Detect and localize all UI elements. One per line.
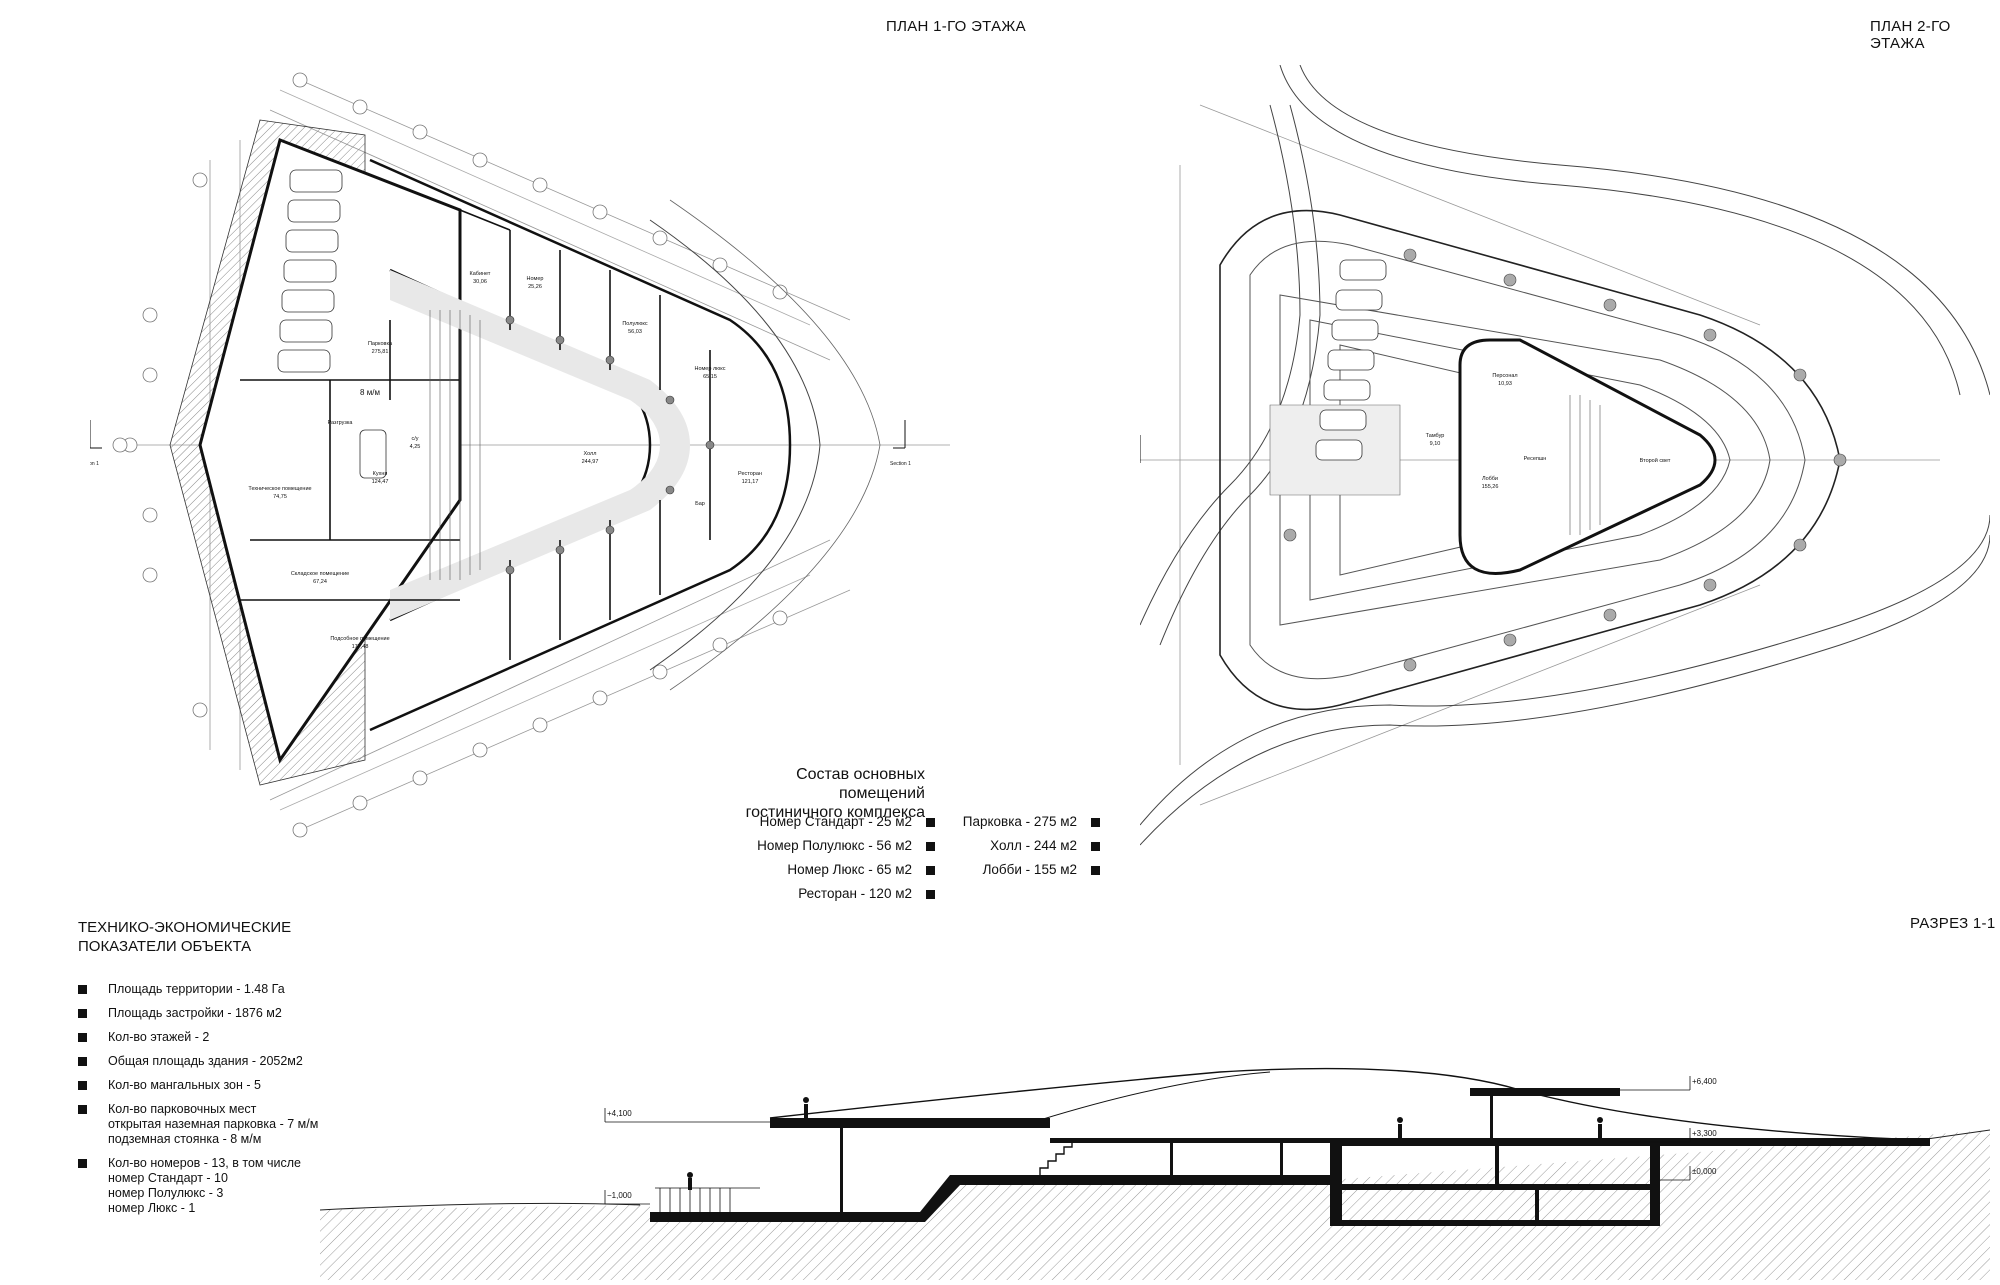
grid-bubbles: [112, 72, 788, 838]
label-hall: Холл: [584, 451, 597, 457]
level-l4: +3,300: [1692, 1129, 1717, 1138]
label-utility: Подсобное помещение: [330, 636, 389, 642]
label-hall-area: 244,97: [582, 459, 599, 465]
tep-list: Площадь территории - 1.48 Га Площадь зас…: [78, 982, 348, 1225]
plan2-drawing: Персонал 10,93 Лобби 155,26 Ресепшн Втор…: [1140, 65, 1990, 846]
label-lux: Номер люкс: [694, 366, 725, 372]
label-utility-area: 177,48: [352, 644, 369, 650]
label-semi-lux: Полулюкс: [622, 321, 648, 327]
section-heading: РАЗРЕЗ 1-1: [1910, 915, 1996, 932]
tep-item: Кол-во парковочных мест открытая наземна…: [78, 1102, 348, 1147]
label-parking-area: 275,81: [372, 349, 389, 355]
section-drawing: +4,100 −1,000 +6,400 +3,300 ±0,000: [320, 1067, 1990, 1280]
rooms-left-item: Номер Полулюкс - 56 м2: [730, 834, 935, 858]
rooms-right-item: Парковка - 275 м2: [950, 810, 1100, 834]
parked-cars: [277, 169, 387, 479]
rooms-summary-left: Номер Стандарт - 25 м2 Номер Полулюкс - …: [730, 810, 935, 906]
label-room-area: 25,26: [528, 284, 542, 290]
label-office-area: 30,06: [473, 279, 487, 285]
label-ramp: Разгрузка: [328, 420, 354, 426]
plan2-heading: ПЛАН 2-ГО ЭТАЖА: [1870, 18, 1951, 52]
tep-title: ТЕХНИКО-ЭКОНОМИЧЕСКИЕ ПОКАЗАТЕЛИ ОБЪЕКТА: [78, 919, 292, 955]
p2-label-wc-area: 9,10: [1430, 441, 1441, 447]
p2-label-personnel: Персонал: [1492, 373, 1517, 379]
section-mark-right: Section 1: [890, 461, 911, 467]
label-parking: Парковка: [368, 341, 393, 347]
tep-item: Кол-во номеров - 13, в том числе номер С…: [78, 1156, 348, 1216]
label-wc-area: 4,25: [410, 444, 421, 450]
label-storage: Складское помещение: [291, 571, 349, 577]
label-office: Кабинет: [470, 271, 491, 277]
level-l2: −1,000: [607, 1191, 632, 1200]
label-lux-area: 65,15: [703, 374, 717, 380]
rooms-summary-right: Парковка - 275 м2 Холл - 244 м2 Лобби - …: [950, 810, 1100, 882]
label-tech-area: 74,75: [273, 494, 287, 500]
label-wc: с/у: [411, 436, 418, 442]
section-mark-left: Section 1: [90, 461, 99, 467]
label-semi-lux-area: 56,03: [628, 329, 642, 335]
tep-item: Площадь территории - 1.48 Га: [78, 982, 348, 997]
level-l5: ±0,000: [1692, 1167, 1717, 1176]
p2-label-wc: Тамбур: [1426, 433, 1445, 439]
rooms-right-item: Холл - 244 м2: [950, 834, 1100, 858]
label-tech: Техническое помещение: [248, 486, 311, 492]
p2-label-reception: Ресепшн: [1524, 456, 1547, 462]
trees: [1283, 248, 1847, 672]
rooms-summary-title-1: Состав основных помещений: [796, 766, 925, 802]
p2-label-personnel-area: 10,93: [1498, 381, 1512, 387]
columns: [505, 315, 715, 575]
label-restaurant-area: 121,17: [742, 479, 759, 485]
label-bar: Бар: [695, 501, 705, 507]
rooms-left-item: Номер Люкс - 65 м2: [730, 858, 935, 882]
label-restaurant: Ресторан: [738, 471, 762, 477]
p2-label-lobby-area: 155,26: [1482, 484, 1499, 490]
label-kitchen-area: 124,47: [372, 479, 389, 485]
level-l3: +6,400: [1692, 1077, 1717, 1086]
tep-item: Кол-во мангальных зон - 5: [78, 1078, 348, 1093]
people-figures: [687, 1097, 1603, 1190]
p2-label-void: Второй свет: [1640, 457, 1671, 464]
tep-item: Общая площадь здания - 2052м2: [78, 1054, 348, 1069]
rooms-right-item: Лобби - 155 м2: [950, 858, 1100, 882]
label-storage-area: 67,24: [313, 579, 327, 585]
plan2-parked-cars: [1315, 259, 1387, 461]
plan1-heading: ПЛАН 1-ГО ЭТАЖА: [886, 18, 1026, 35]
label-kitchen: Кухня: [373, 471, 388, 477]
rooms-left-item: Ресторан - 120 м2: [730, 882, 935, 906]
rooms-summary-title-2: гостиничного комплекса: [745, 804, 925, 821]
rooms-summary: Состав основных помещений гостиничного к…: [715, 765, 925, 822]
label-parking-places: 8 м/м: [360, 388, 380, 397]
tep-item: Кол-во этажей - 2: [78, 1030, 348, 1045]
label-room: Номер: [527, 276, 544, 282]
level-l1: +4,100: [607, 1109, 632, 1118]
p2-label-lobby: Лобби: [1482, 476, 1498, 482]
rooms-left-item: Номер Стандарт - 25 м2: [730, 810, 935, 834]
plan1-drawing: Section 1 Section 1 Парковка 275,81 8 м/…: [90, 72, 950, 838]
tep-item: Площадь застройки - 1876 м2: [78, 1006, 348, 1021]
